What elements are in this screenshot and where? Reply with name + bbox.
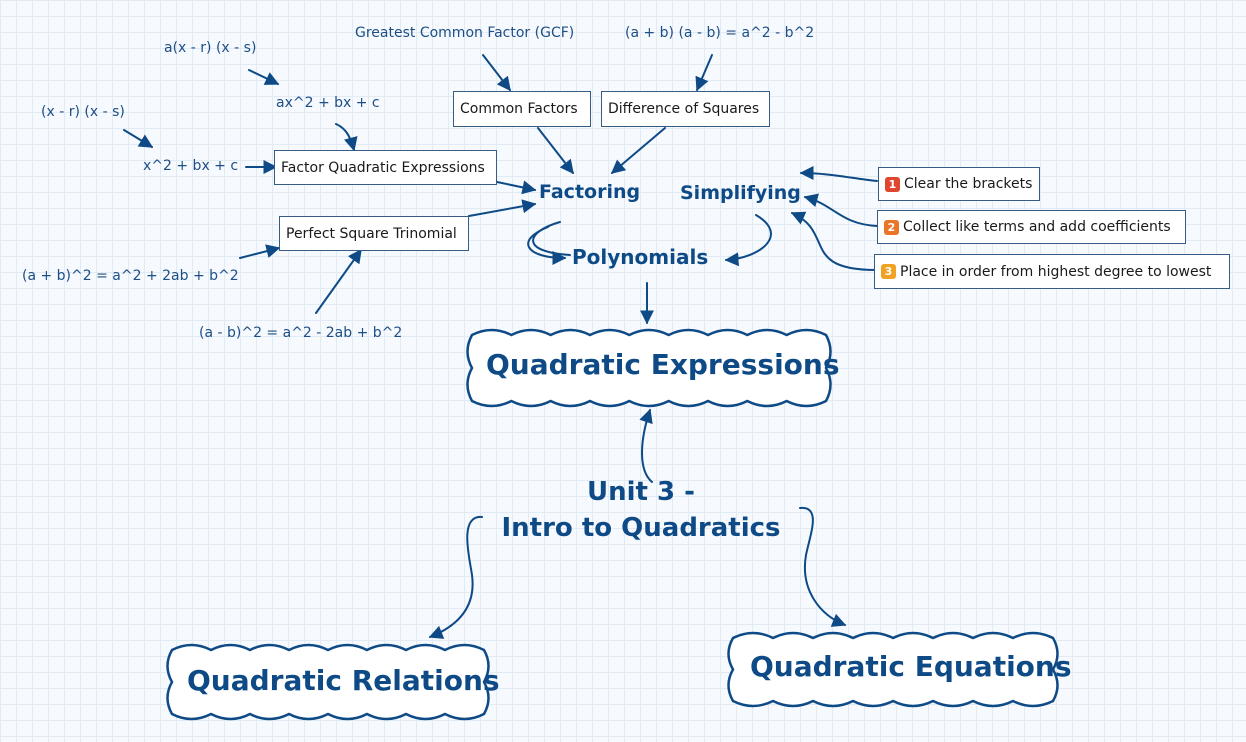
connector-gcf (482, 54, 511, 92)
connector-a-factored (248, 69, 280, 85)
connector-center-equations (799, 506, 847, 627)
central-topic-line2: Intro to Quadratics (501, 513, 781, 543)
connector-simplifying-polynomials (724, 214, 772, 267)
x2-formula[interactable]: x^2 + bx + c (143, 158, 239, 174)
ax2-formula[interactable]: ax^2 + bx + c (276, 95, 380, 111)
connector-ax2 (335, 123, 358, 152)
connector-sum-square (239, 244, 281, 259)
step-3-label: Place in order from highest degree to lo… (900, 263, 1212, 280)
cloud-quadratic-relations (166, 643, 490, 721)
step-3-number-icon: 3 (881, 264, 896, 279)
sum-square-formula[interactable]: (a + b)^2 = a^2 + 2ab + b^2 (22, 268, 239, 284)
connector-center-relations (428, 515, 483, 639)
cloud-quadratic-equations (727, 631, 1059, 708)
connector-factoring-polynomials (527, 226, 567, 265)
factor-quadratic-box[interactable]: Factor Quadratic Expressions (274, 150, 497, 185)
perfect-square-label: Perfect Square Trinomial (286, 225, 457, 242)
connector-factor-quadratic (496, 180, 537, 195)
quadratic-relations-label[interactable]: Quadratic Relations (187, 664, 500, 697)
x-factored-formula[interactable]: (x - r) (x - s) (41, 104, 125, 120)
quadratic-equations-label[interactable]: Quadratic Equations (750, 650, 1072, 683)
diff-square-formula[interactable]: (a - b)^2 = a^2 - 2ab + b^2 (199, 325, 403, 341)
common-factors-label: Common Factors (460, 101, 578, 117)
step-2-label: Collect like terms and add coefficients (903, 219, 1171, 235)
difference-of-squares-box[interactable]: Difference of Squares (601, 91, 770, 127)
polynomials-topic[interactable]: Polynomials (572, 245, 709, 269)
factoring-topic[interactable]: Factoring (539, 181, 641, 203)
a-factored-formula[interactable]: a(x - r) (x - s) (164, 40, 257, 56)
connector-step1 (799, 166, 878, 182)
cloud-quadratic-expressions (466, 328, 832, 408)
connector-diff-squares (695, 54, 713, 92)
central-topic-line1: Unit 3 - (587, 477, 695, 507)
difference-of-squares-label: Difference of Squares (608, 101, 760, 117)
step-1-box[interactable]: 1 Clear the brackets (878, 167, 1040, 201)
connector-step3 (790, 211, 877, 271)
step-1-number-icon: 1 (885, 176, 900, 192)
diff-squares-formula[interactable]: (a + b) (a - b) = a^2 - b^2 (625, 25, 815, 41)
quadratic-expressions-label[interactable]: Quadratic Expressions (486, 348, 840, 381)
connector-common-factors (537, 127, 574, 175)
factor-quadratic-label: Factor Quadratic Expressions (281, 159, 485, 176)
connector-diff-square (315, 248, 362, 314)
gcf-formula[interactable]: Greatest Common Factor (GCF) (355, 25, 575, 41)
step-3-box[interactable]: 3 Place in order from highest degree to … (874, 254, 1230, 289)
connector-step2 (803, 193, 878, 227)
perfect-square-box[interactable]: Perfect Square Trinomial (279, 216, 469, 251)
step-2-number-icon: 2 (884, 219, 899, 235)
connector-perfect-square (468, 199, 537, 217)
central-topic[interactable]: Unit 3 - Intro to Quadratics (500, 474, 782, 546)
step-1-label: Clear the brackets (904, 176, 1033, 192)
connector-polynomials-factoring (532, 221, 571, 256)
connector-center-expressions (639, 408, 653, 483)
step-2-box[interactable]: 2 Collect like terms and add coefficient… (877, 210, 1186, 244)
common-factors-box[interactable]: Common Factors (453, 91, 591, 127)
simplifying-topic[interactable]: Simplifying (680, 182, 801, 204)
connector-x-factored (123, 129, 154, 148)
connector-difference-squares (610, 127, 666, 174)
